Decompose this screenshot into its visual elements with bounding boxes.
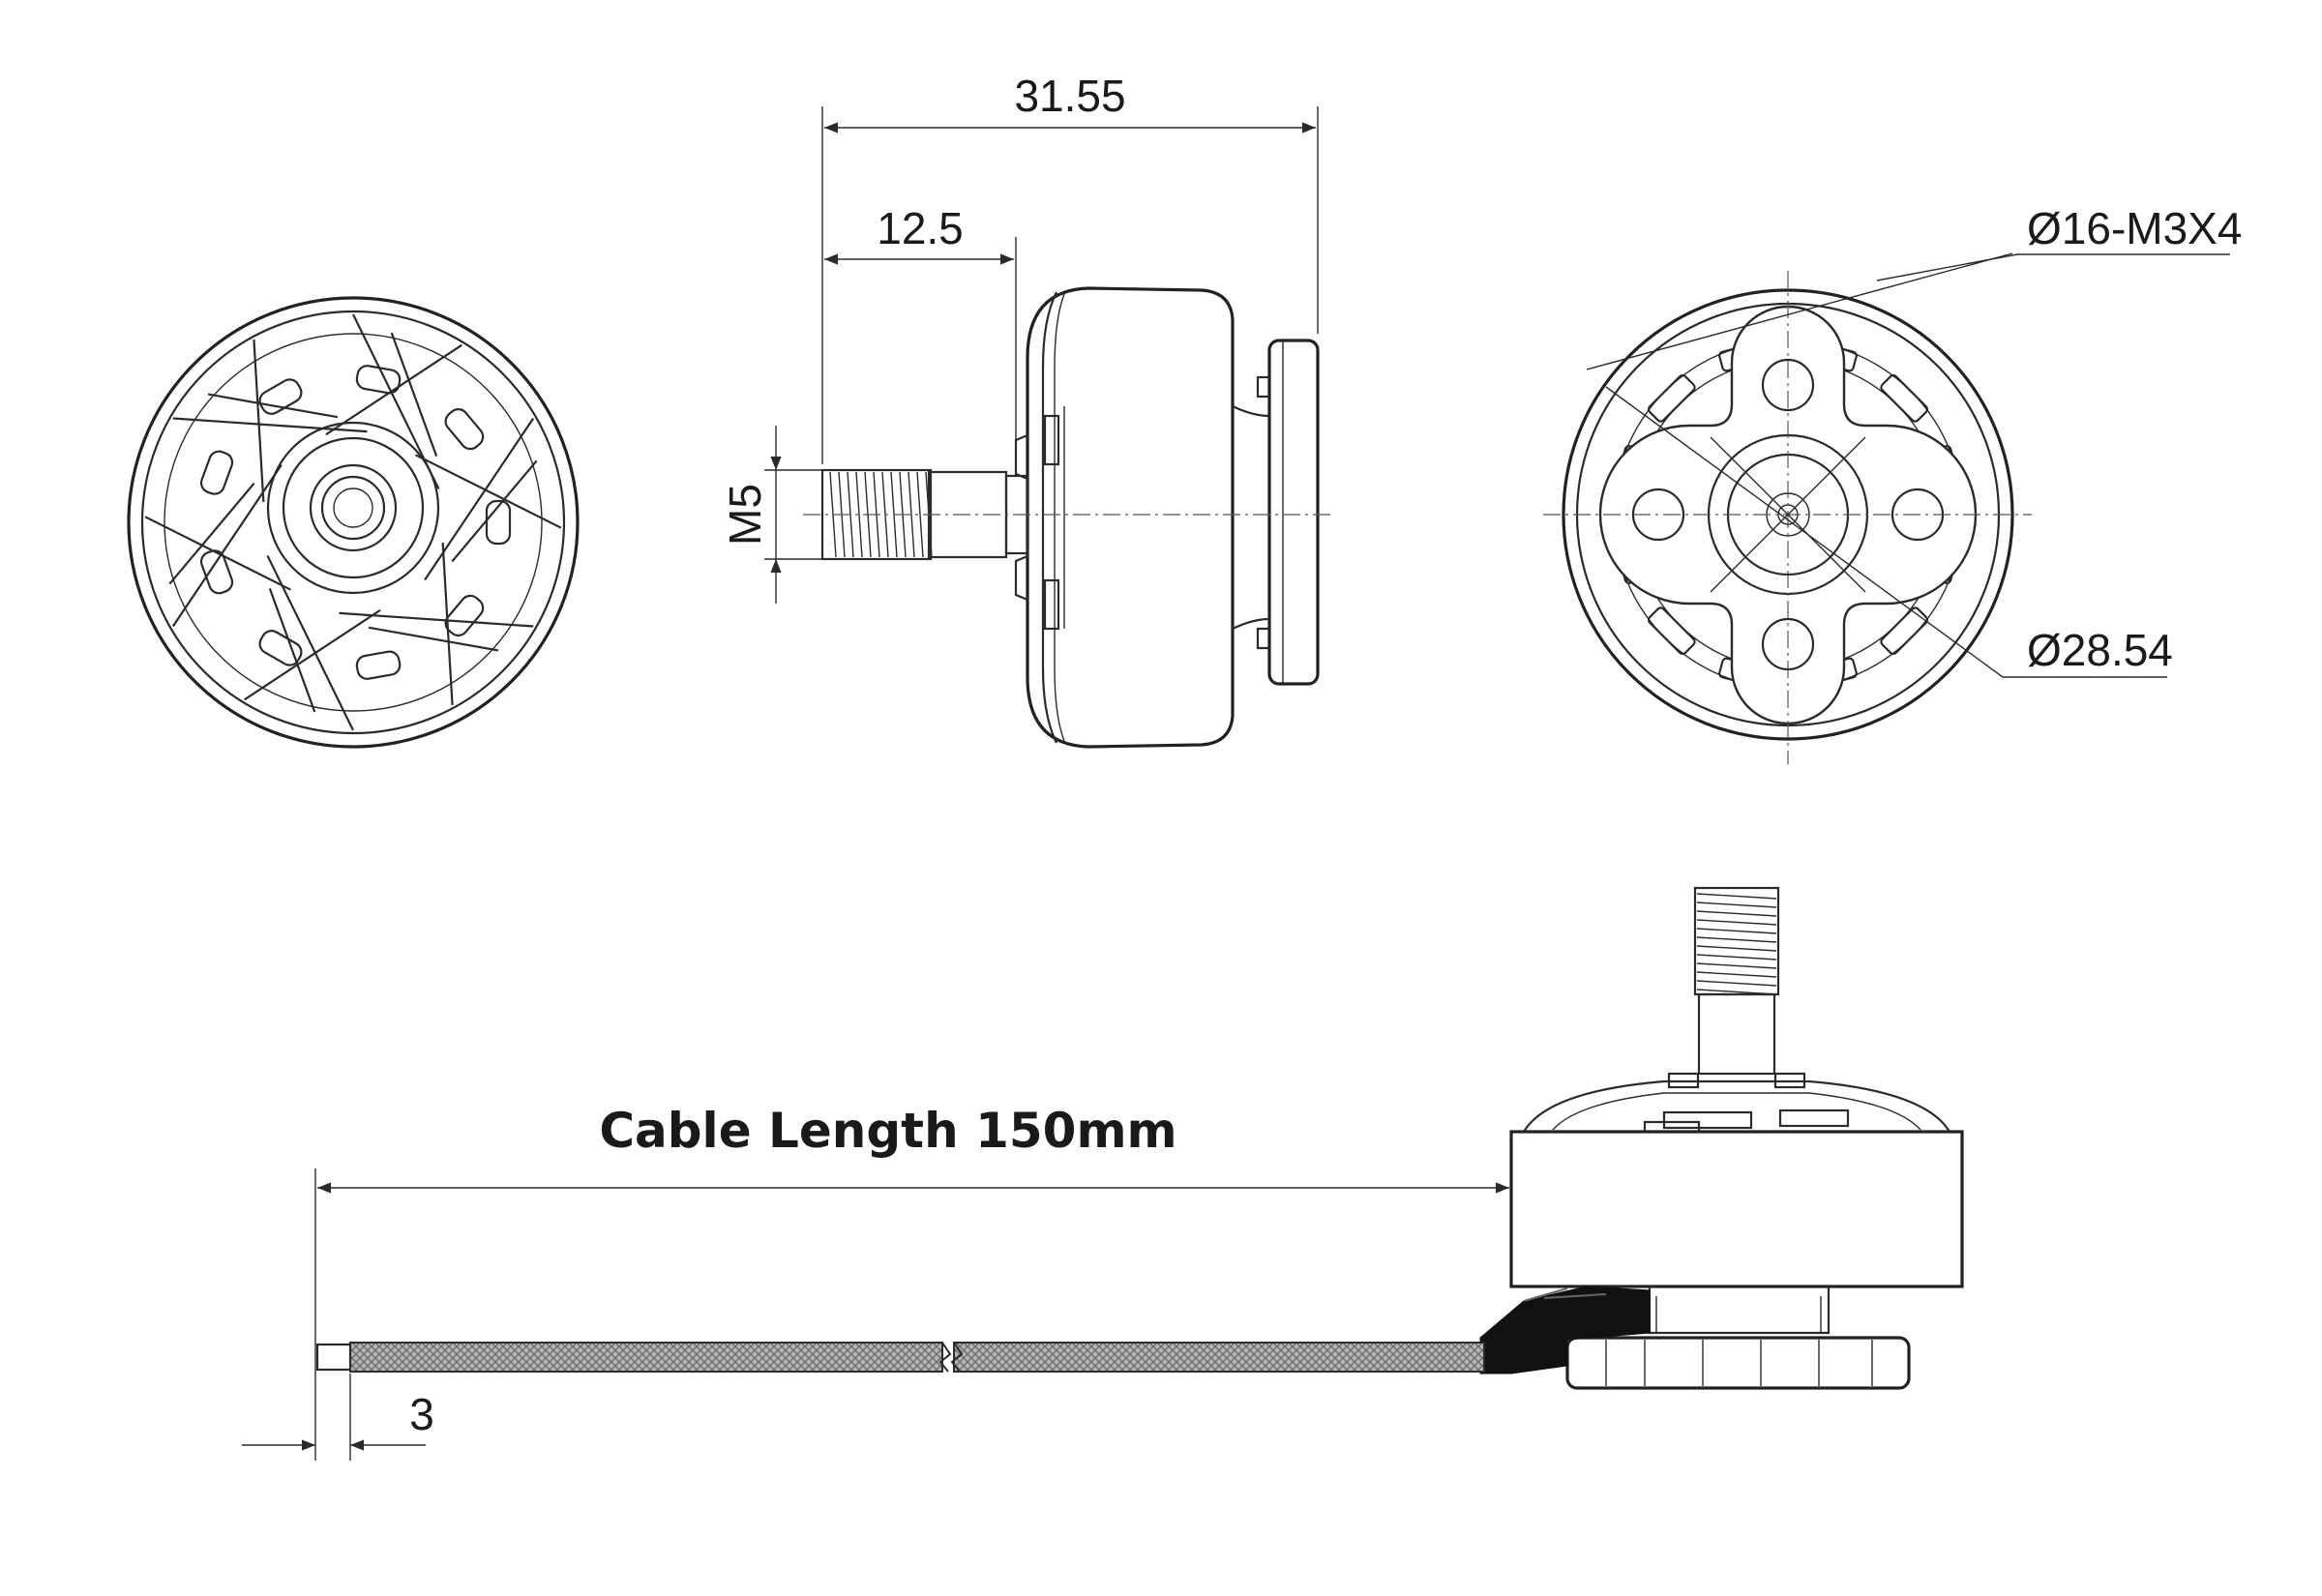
star-spoke-inner xyxy=(390,332,438,457)
thread-line xyxy=(1696,928,1777,934)
stator-slot xyxy=(1647,606,1696,656)
cable xyxy=(315,1342,1485,1373)
stator-slot xyxy=(1647,373,1696,423)
stator-slot xyxy=(1880,606,1929,656)
thread-line xyxy=(916,471,924,558)
bell-pocket xyxy=(355,650,402,680)
side-view-motor xyxy=(803,286,1335,749)
front-view-bell xyxy=(127,296,580,749)
star-spoke-inner xyxy=(451,459,538,563)
star-spoke xyxy=(339,543,534,706)
dim-shaft-thread: M5 xyxy=(720,426,822,604)
star-spoke-inner xyxy=(368,626,499,652)
stator-slot xyxy=(1880,373,1929,423)
bell-pocket xyxy=(485,499,512,546)
thread-line xyxy=(1696,971,1777,978)
strip-length-label: 3 xyxy=(409,1389,434,1439)
dim-cable-length: Cable Length 150mm xyxy=(314,1103,1509,1461)
overall-length-label: 31.55 xyxy=(1014,71,1125,121)
thread-line xyxy=(1696,945,1777,952)
thread-line xyxy=(1696,893,1777,900)
bell-pocket xyxy=(258,630,303,666)
bottom-view-mount xyxy=(1543,271,2032,764)
motor-side-with-cable xyxy=(1479,886,1964,1390)
bell-pocket xyxy=(199,450,234,495)
thread-line xyxy=(1696,919,1777,926)
thread-line xyxy=(1696,954,1777,961)
star-spoke xyxy=(172,339,368,502)
thread-line xyxy=(908,471,915,558)
star-spoke-inner xyxy=(168,482,255,585)
thread-line xyxy=(1696,901,1777,908)
cable-length-label: Cable Length 150mm xyxy=(599,1103,1176,1159)
dim-overall-length: 31.55 xyxy=(821,71,1319,464)
thread-line xyxy=(1696,980,1777,987)
mount-pattern-label: Ø16-M3X4 xyxy=(2027,203,2242,253)
dim-shaft-length: 12.5 xyxy=(824,203,1017,474)
star-spoke-inner xyxy=(268,588,316,713)
shaft-length-label: 12.5 xyxy=(877,203,964,253)
thread-line xyxy=(1696,962,1777,969)
bell-pocket xyxy=(258,378,303,415)
bell-pocket xyxy=(199,549,234,595)
dim-mount-pattern: Ø16-M3X4 xyxy=(1586,203,2242,370)
dim-diameter: Ø28.54 xyxy=(1605,386,2173,678)
thread-line xyxy=(1696,936,1777,943)
star-spoke-inner xyxy=(207,393,339,419)
thread-line xyxy=(855,471,863,558)
dim-strip-length: 3 xyxy=(242,1374,434,1461)
diameter-label: Ø28.54 xyxy=(2027,625,2173,675)
shaft-thread-label: M5 xyxy=(720,484,770,546)
thread-line xyxy=(1696,910,1777,917)
bell-pocket xyxy=(444,408,485,451)
